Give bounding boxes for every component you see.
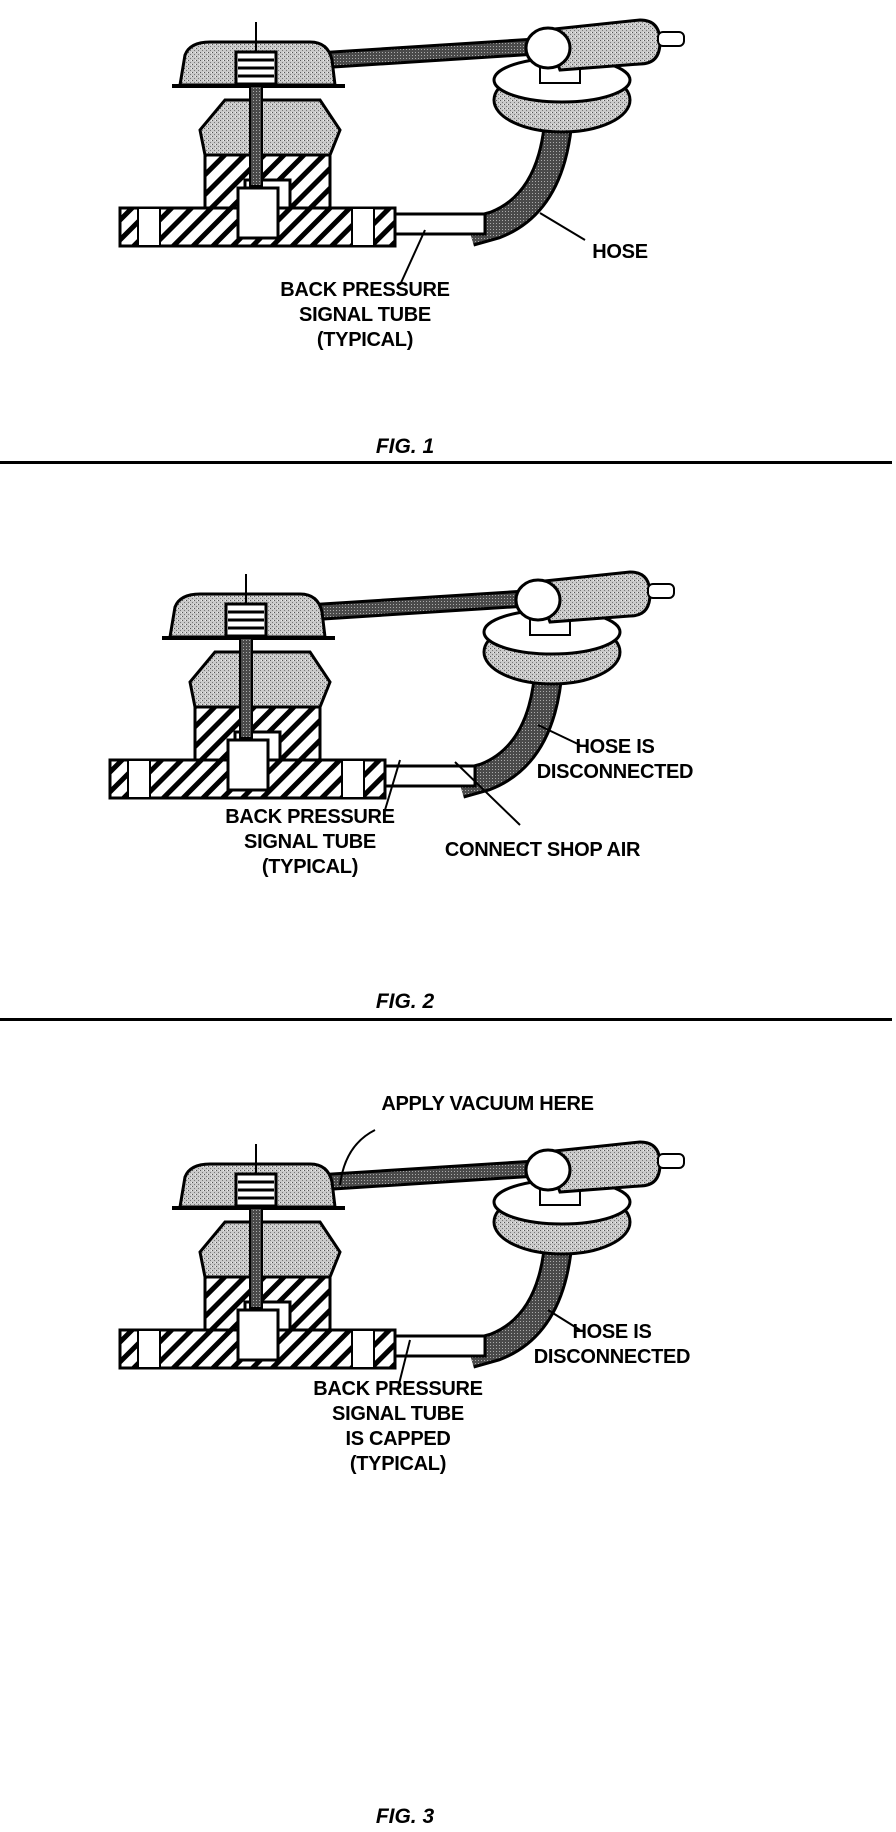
shop-air-label: CONNECT SHOP AIR [444, 839, 641, 861]
assembly-drawing-3 [0, 1100, 896, 1389]
assembly-drawing-2 [0, 530, 896, 826]
figure-caption: FIG. 2 [375, 990, 435, 1013]
apply-vacuum-label: APPLY VACUUM HERE [381, 1093, 594, 1115]
hose-disconnected-label: HOSE IS DISCONNECTED [536, 736, 694, 783]
signal-tube-label: BACK PRESSURE SIGNAL TUBE (TYPICAL) [280, 279, 450, 351]
divider [0, 461, 892, 464]
signal-tube-capped-label: BACK PRESSURE SIGNAL TUBE IS CAPPED (TYP… [313, 1378, 483, 1475]
divider [0, 1018, 892, 1021]
hose-label: HOSE [592, 241, 648, 263]
figure-3: APPLY VACUUM HERE HOSE IS DISCONNECTED B… [0, 1093, 896, 1832]
assembly-drawing-1 [0, 0, 896, 286]
signal-tube-label: BACK PRESSURE SIGNAL TUBE (TYPICAL) [225, 806, 395, 878]
figure-caption: FIG. 3 [375, 1805, 435, 1828]
hose-disconnected-label: HOSE IS DISCONNECTED [533, 1321, 691, 1368]
figure-2: HOSE IS DISCONNECTED BACK PRESSURE SIGNA… [0, 530, 896, 1020]
figure-1: HOSE BACK PRESSURE SIGNAL TUBE (TYPICAL)… [0, 0, 896, 465]
figure-caption: FIG. 1 [375, 435, 435, 458]
